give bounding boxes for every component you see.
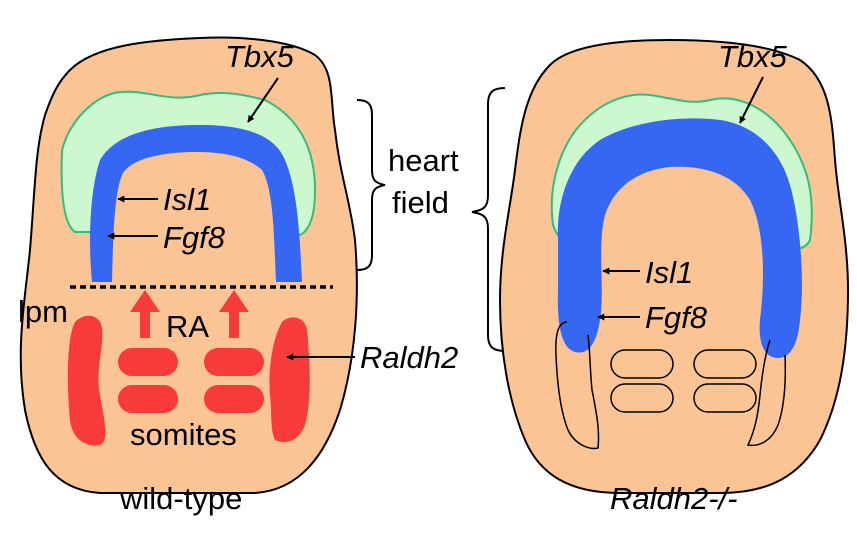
heart-field-bracket: heart field xyxy=(356,87,506,352)
heart-label: heart xyxy=(388,143,459,178)
isl1-fgf8-domain-raldh2-mutant xyxy=(557,118,802,358)
raldh2-label: Raldh2 xyxy=(360,340,458,375)
lpm-label: lpm xyxy=(18,294,68,329)
fgf8-label-wild-type: Fgf8 xyxy=(163,220,226,255)
somite xyxy=(204,348,264,376)
raldh2-mutant-caption: Raldh2-/- xyxy=(610,481,738,516)
tbx5-pointer-arrow xyxy=(247,77,279,123)
lpm-raldh2-right xyxy=(269,317,310,443)
tbx5-label-wild-type: Tbx5 xyxy=(225,39,295,74)
somites-label: somites xyxy=(130,417,237,452)
somite-outline xyxy=(610,349,674,379)
somite xyxy=(118,385,178,413)
lpm-outline-left xyxy=(555,321,600,450)
tbx5-pointer-arrow-mutant xyxy=(739,76,764,124)
field-label: field xyxy=(392,185,449,220)
somite-outline xyxy=(693,383,757,413)
isl1-label-wild-type: Isl1 xyxy=(163,182,211,217)
tbx5-label-raldh2-mutant: Tbx5 xyxy=(718,39,788,74)
lpm-raldh2-left xyxy=(67,315,106,446)
bracket-small xyxy=(356,99,386,271)
wild-type-caption: wild-type xyxy=(119,481,242,516)
isl1-label-raldh2-mutant: Isl1 xyxy=(645,255,693,290)
somite xyxy=(118,348,178,376)
ra-label: RA xyxy=(166,309,209,344)
somite xyxy=(204,385,264,413)
raldh2-mutant-panel: Tbx5 Isl1 Fgf8 Raldh2-/- xyxy=(498,38,850,516)
isl1-fgf8-domain-wild-type xyxy=(90,125,302,282)
fgf8-label-raldh2-mutant: Fgf8 xyxy=(645,300,708,335)
bracket-large xyxy=(471,87,506,352)
somite-outline xyxy=(693,349,757,379)
wild-type-panel: Tbx5 Isl1 Fgf8 lpm RA Raldh2 somites wil… xyxy=(18,36,458,516)
lpm-outline-right xyxy=(746,339,787,447)
somite-outline xyxy=(610,383,674,413)
ra-arrow-right xyxy=(219,290,249,338)
ra-arrow-left xyxy=(130,290,160,338)
